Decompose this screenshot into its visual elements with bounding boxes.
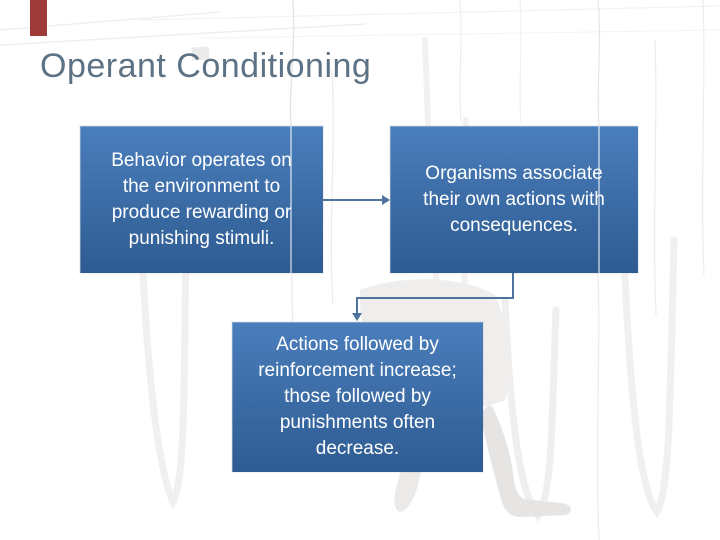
diagram-box-organisms: Organisms associate their own actions wi…: [390, 126, 638, 273]
accent-bar: [30, 0, 47, 36]
connector-elbow-segment-down: [512, 273, 514, 299]
box-text-line: Organisms associate: [425, 162, 603, 184]
arrowhead-right-icon: [382, 195, 390, 205]
background-strand-over-box2: [598, 126, 600, 273]
diagram-box-behavior: Behavior operates on the environment to …: [80, 126, 323, 273]
box-text-line: decrease.: [315, 438, 400, 459]
box-text-line: the environment to: [122, 175, 281, 197]
slide-title: Operant Conditioning: [40, 47, 372, 85]
background-strand-over-box1: [290, 126, 292, 273]
box-text-line: produce rewarding or: [111, 201, 292, 223]
box-text-line: punishing stimuli.: [128, 227, 275, 249]
connector-elbow-segment-across: [356, 297, 514, 299]
box-text-line: their own actions with: [423, 188, 605, 210]
box-text-line: punishments often: [279, 412, 436, 433]
arrowhead-down-icon: [352, 313, 362, 321]
box-text-line: Actions followed by: [276, 334, 439, 355]
box-text-line: those followed by: [284, 386, 431, 407]
connector-elbow-segment-into-box: [356, 297, 358, 314]
box-text-line: consequences.: [450, 214, 578, 236]
box-text-line: Behavior operates on: [111, 149, 292, 171]
diagram-box-actions: Actions followed by reinforcement increa…: [232, 322, 483, 472]
connector-line-behavior-to-organisms: [323, 199, 383, 201]
box-text-line: reinforcement increase;: [258, 360, 457, 381]
